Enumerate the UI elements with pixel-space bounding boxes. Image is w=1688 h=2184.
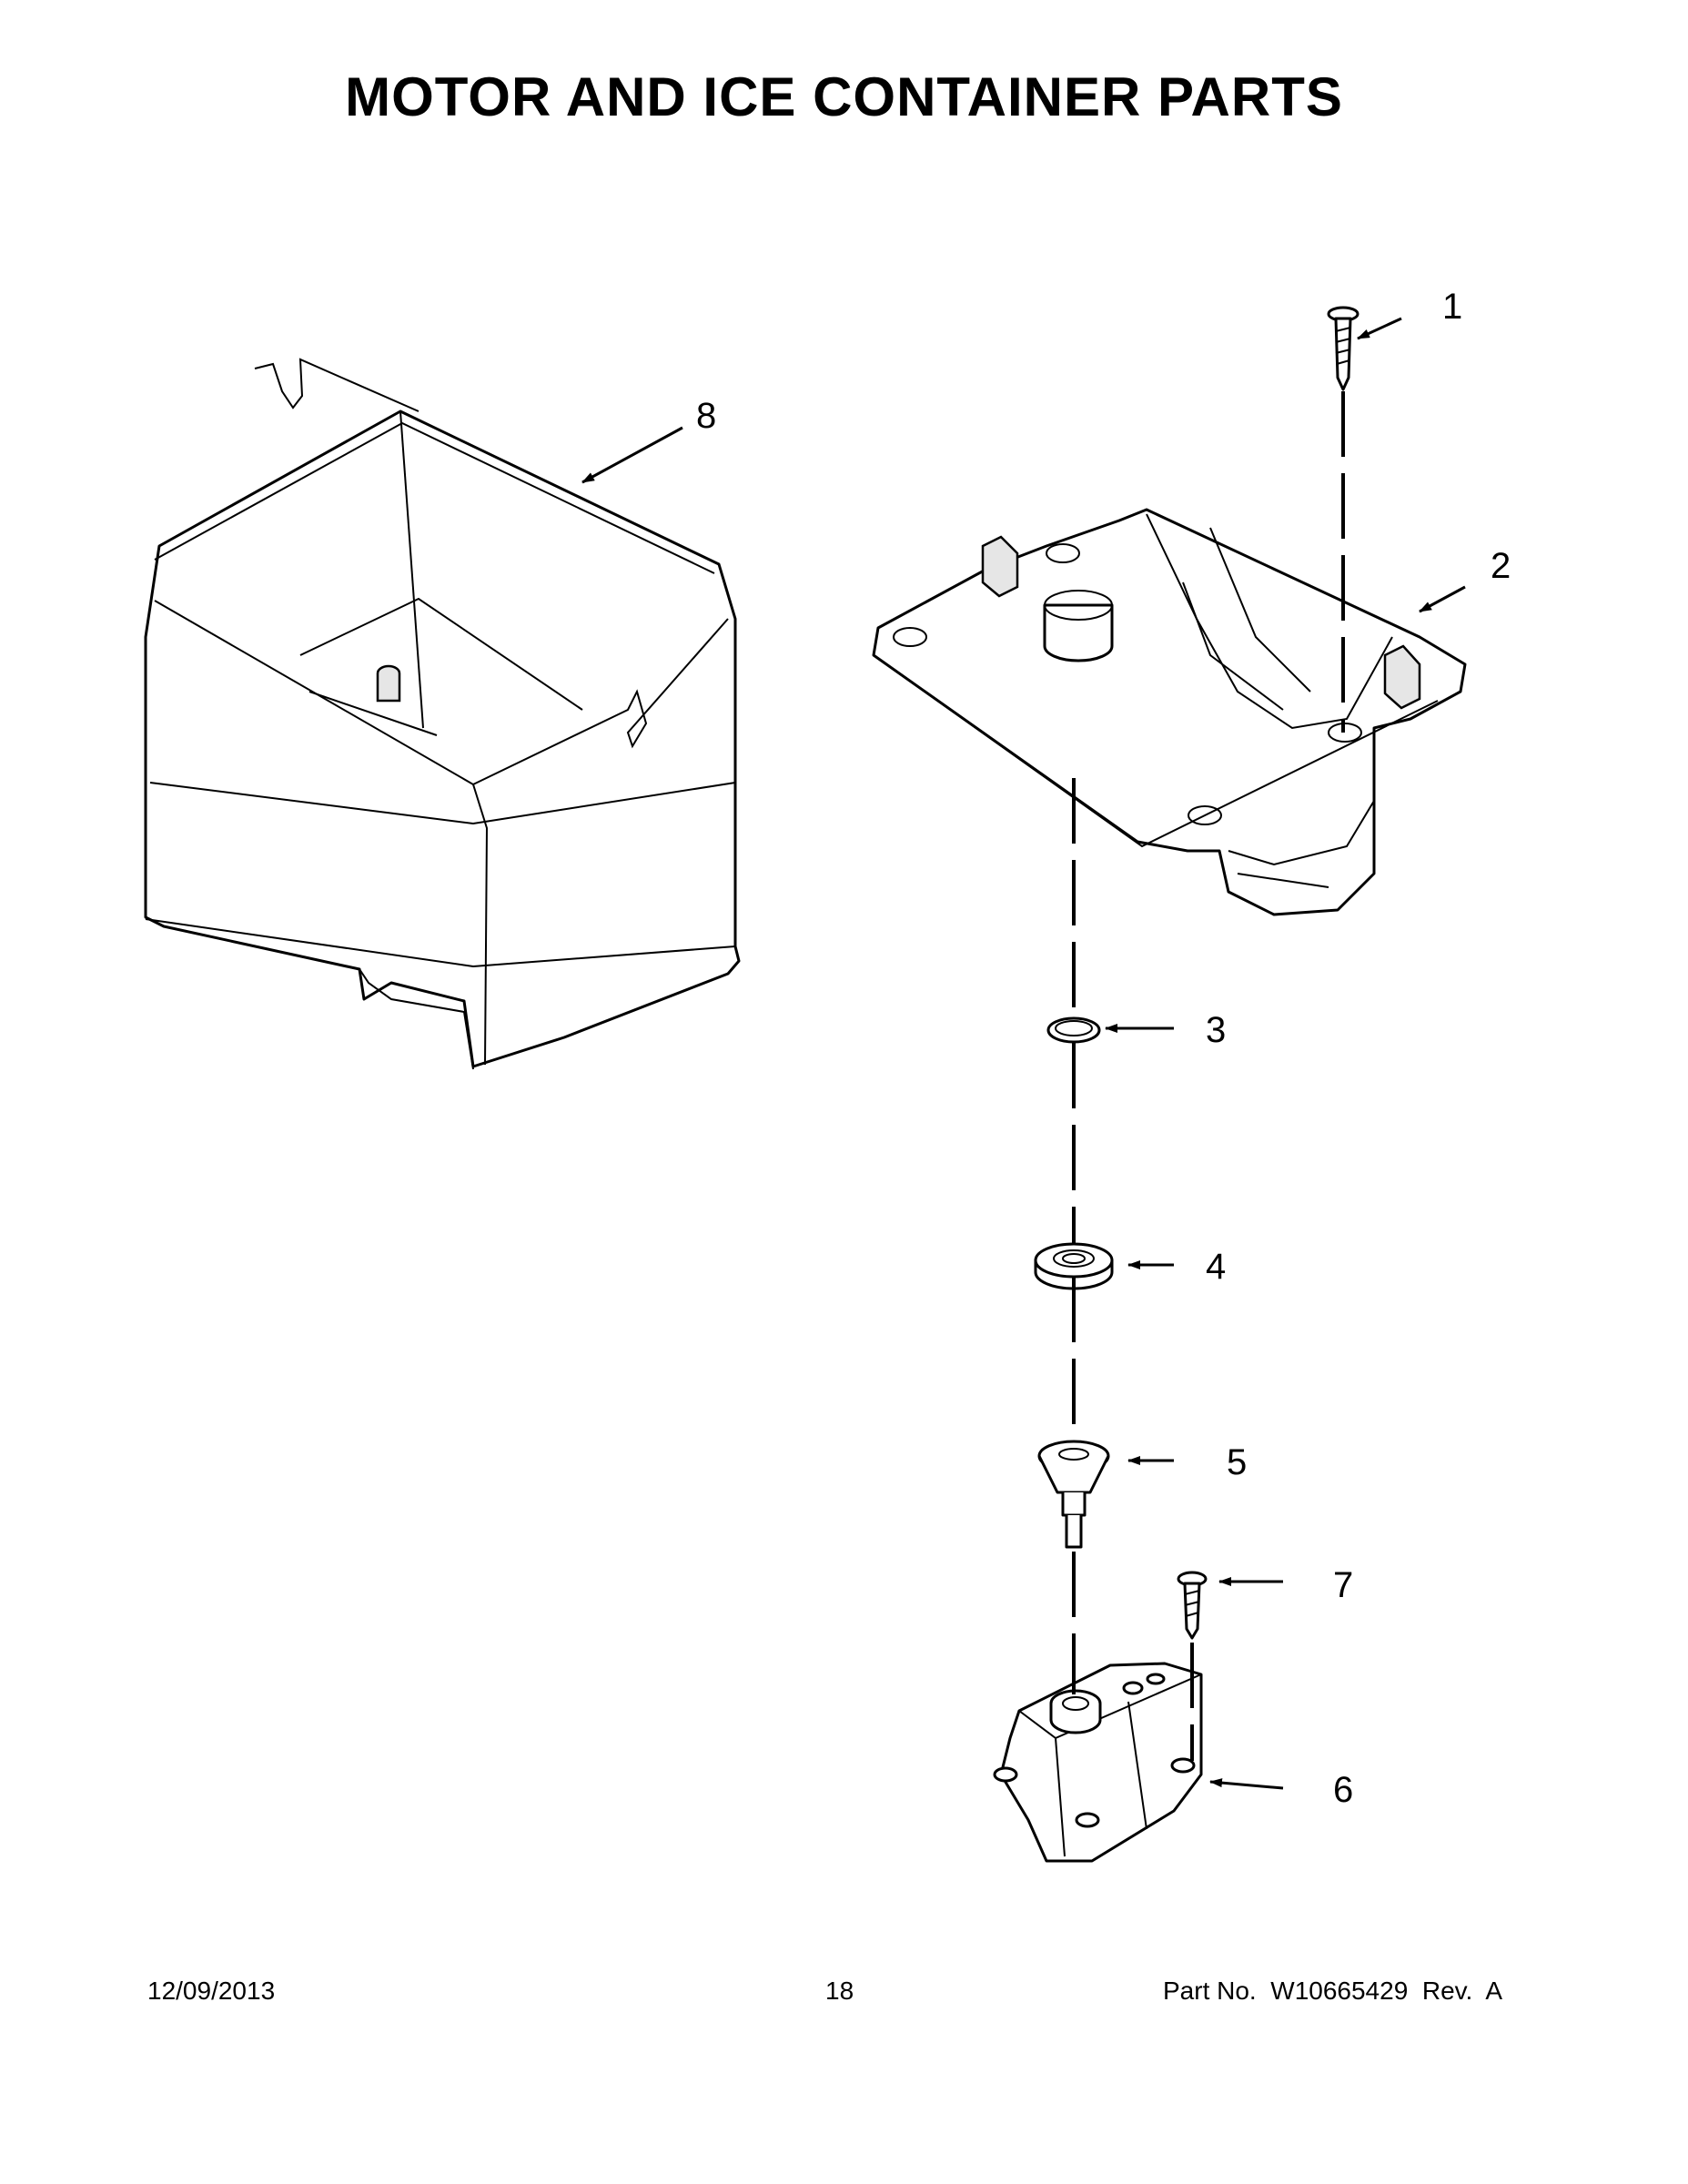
coupler-part [1037, 1440, 1110, 1549]
screw-part-1 [1327, 306, 1359, 391]
part-no-label: Part No. [1163, 1977, 1257, 2005]
footer-page-number: 18 [825, 1977, 854, 2005]
page-title: MOTOR AND ICE CONTAINER PARTS [345, 66, 1343, 127]
callout-5: 5 [1227, 1442, 1247, 1482]
part-no-value: W10665429 [1270, 1977, 1409, 2005]
footer-date: 12/09/2013 [147, 1977, 276, 2005]
callout-8: 8 [696, 396, 716, 436]
ice-container-part [144, 358, 741, 1070]
leader-arrow-6 [1209, 1778, 1284, 1790]
ring-part [1046, 1016, 1101, 1044]
leader-arrow-2 [1419, 585, 1466, 613]
callout-2: 2 [1491, 546, 1511, 586]
rev-label: Rev. [1421, 1977, 1473, 2005]
mounting-plate-part [872, 508, 1467, 916]
leader-arrow-1 [1357, 317, 1402, 340]
bearing-part [1034, 1242, 1114, 1290]
callout-6: 6 [1333, 1770, 1353, 1810]
callout-3: 3 [1206, 1010, 1226, 1050]
callout-7: 7 [1333, 1565, 1353, 1605]
screw-part-7 [1177, 1571, 1208, 1640]
callout-4: 4 [1206, 1247, 1226, 1287]
leader-arrow-8 [581, 426, 683, 484]
motor-part [993, 1662, 1203, 1863]
rev-value: A [1485, 1977, 1503, 2005]
footer-part-number: Part No. W10665429 Rev. A [1163, 1977, 1502, 2006]
callout-1: 1 [1442, 287, 1462, 327]
